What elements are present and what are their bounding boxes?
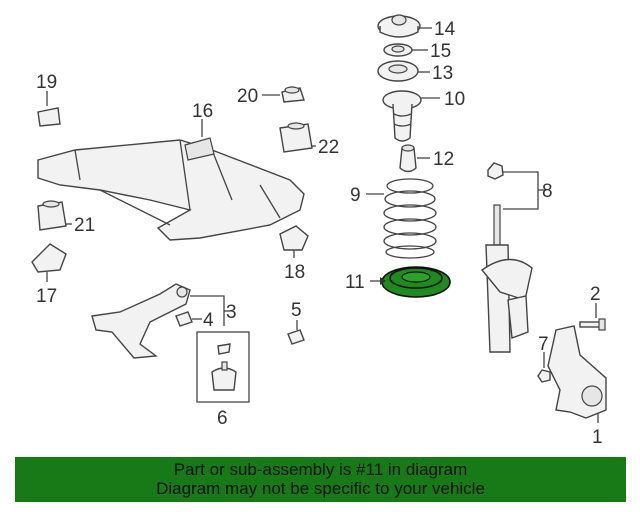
callout-12[interactable]: 12 — [433, 149, 454, 170]
part-7-nut[interactable] — [537, 369, 551, 383]
callout-14[interactable]: 14 — [434, 19, 456, 40]
part-21-mount[interactable] — [37, 200, 67, 231]
callout-16[interactable]: 16 — [192, 101, 213, 122]
callout-3[interactable]: 3 — [226, 302, 237, 323]
callout-21[interactable]: 21 — [74, 215, 95, 236]
callout-5[interactable]: 5 — [291, 300, 302, 321]
part-12-bump-stop[interactable] — [399, 144, 417, 173]
part-16-crossmember[interactable] — [37, 137, 305, 241]
callout-18[interactable]: 18 — [284, 262, 305, 283]
part-10-insulator[interactable] — [382, 90, 422, 142]
callout-15[interactable]: 15 — [430, 41, 451, 62]
callout-11[interactable]: 11 — [345, 272, 365, 293]
box-6 — [196, 331, 250, 403]
part-11-lower-spring-seat[interactable] — [381, 266, 451, 298]
callout-8[interactable]: 8 — [542, 181, 553, 202]
callout-20[interactable]: 20 — [237, 86, 258, 107]
callout-10[interactable]: 10 — [444, 89, 465, 110]
part-15-bearing[interactable] — [383, 43, 413, 57]
part-6-ball-joint[interactable] — [211, 343, 237, 391]
part-8-nut[interactable] — [487, 162, 504, 180]
part-14-strut-mount[interactable] — [377, 14, 421, 38]
part-13-upper-seat[interactable] — [377, 60, 419, 82]
callout-4[interactable]: 4 — [203, 310, 214, 331]
leader-3 — [190, 295, 225, 326]
part-9-coil-spring[interactable] — [383, 178, 437, 259]
banner-line-1: Part or sub-assembly is #11 in diagram — [173, 460, 468, 479]
part-2-bolt[interactable] — [579, 318, 606, 331]
part-5-bolt[interactable] — [287, 329, 305, 345]
banner-line-2: Diagram may not be specific to your vehi… — [156, 479, 485, 498]
callout-22[interactable]: 22 — [318, 137, 339, 158]
info-banner: Part or sub-assembly is #11 in diagram D… — [15, 457, 626, 502]
part-19-mount[interactable] — [37, 107, 61, 127]
callout-19[interactable]: 19 — [36, 72, 57, 93]
part-3-lower-control-arm[interactable] — [91, 283, 191, 359]
callout-17[interactable]: 17 — [36, 286, 57, 307]
callout-1[interactable]: 1 — [592, 427, 603, 448]
part-8-strut[interactable] — [480, 204, 533, 353]
callout-9[interactable]: 9 — [350, 185, 361, 206]
part-20-bushing[interactable] — [281, 86, 305, 103]
leader-8 — [503, 171, 539, 210]
callout-2[interactable]: 2 — [590, 284, 601, 305]
part-18-bracket[interactable] — [279, 225, 309, 251]
parts-diagram: 14 15 13 10 12 9 11 — [31, 14, 607, 448]
callout-6[interactable]: 6 — [217, 408, 228, 429]
callout-7[interactable]: 7 — [538, 334, 549, 355]
arrow-11 — [380, 277, 386, 285]
part-17-bracket[interactable] — [31, 243, 67, 273]
part-1-steering-knuckle[interactable] — [547, 325, 607, 419]
callout-13[interactable]: 13 — [432, 63, 453, 84]
part-4-bushing[interactable] — [175, 311, 193, 327]
part-22-mount[interactable] — [279, 122, 313, 153]
